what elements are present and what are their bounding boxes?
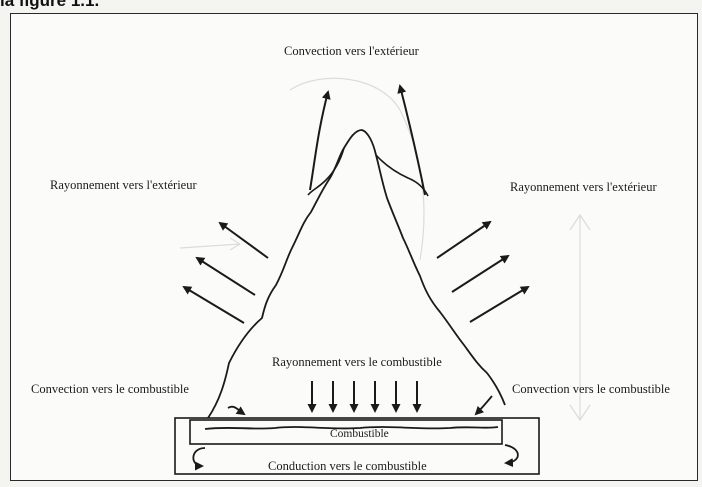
label-radiation-fuel: Rayonnement vers le combustible: [272, 355, 442, 370]
label-convection-out: Convection vers l'extérieur: [284, 44, 419, 59]
convection-fuel-arrows: [228, 396, 492, 414]
radiation-fuel-arrows: [312, 381, 417, 411]
label-convection-fuel-left: Convection vers le combustible: [31, 382, 189, 397]
label-conduction-fuel: Conduction vers le combustible: [268, 459, 427, 474]
radiation-out-right-arrows: [437, 222, 528, 322]
label-radiation-out-left: Rayonnement vers l'extérieur: [50, 178, 197, 193]
label-radiation-out-right: Rayonnement vers l'extérieur: [510, 180, 657, 195]
flame-outline: [208, 130, 505, 418]
radiation-out-left-arrows: [184, 223, 268, 323]
label-convection-fuel-right: Convection vers le combustible: [512, 382, 670, 397]
label-fuel: Combustible: [330, 428, 389, 440]
